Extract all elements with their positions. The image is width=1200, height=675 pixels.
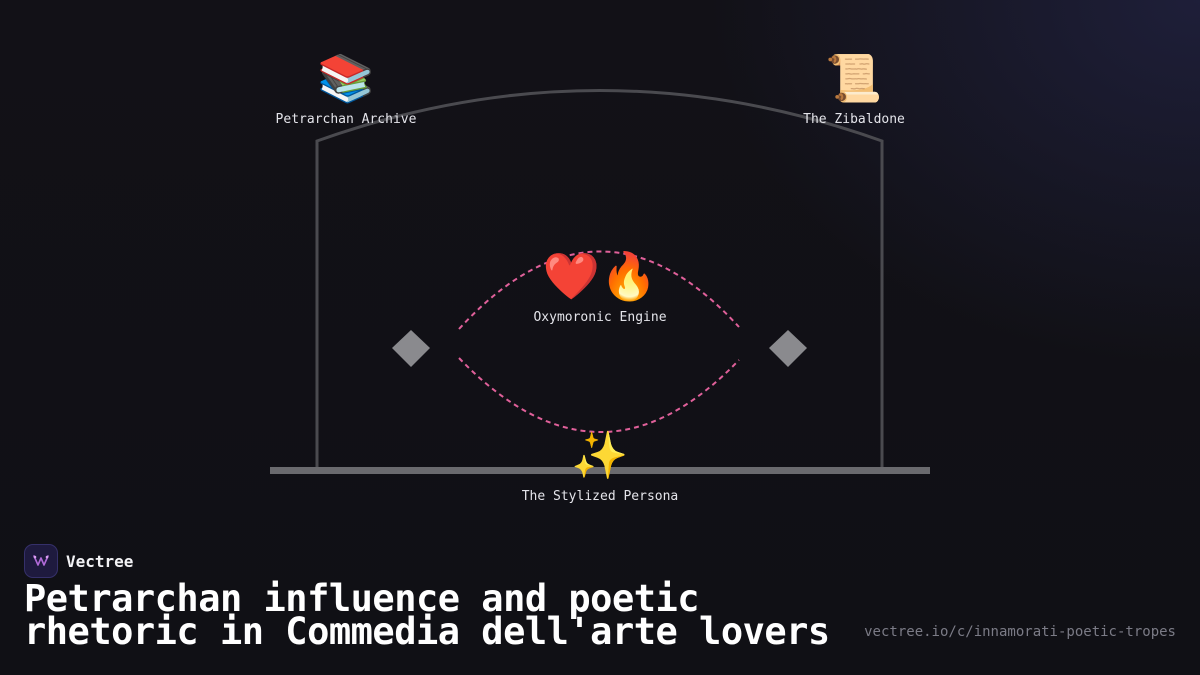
node-label: The Zibaldone [803,112,905,127]
floor-line [270,467,930,474]
vectree-logo-icon [24,544,58,578]
node-label: The Stylized Persona [521,489,679,504]
node-oxymoronic-engine: ❤️🔥 Oxymoronic Engine [533,248,666,325]
source-url: vectree.io/c/innamorati-poetic-tropes [864,624,1176,640]
diamond-marker-left [392,330,430,367]
brand-name: Vectree [66,551,134,571]
arch-frame [315,89,884,470]
node-zibaldone: 📜 The Zibaldone [803,50,905,127]
concept-diagram: 📚 Petrarchan Archive 📜 The Zibaldone ❤️🔥… [270,50,930,504]
node-label: Oxymoronic Engine [533,310,667,325]
diagram-canvas [270,89,930,474]
dashed-connector-upper [458,250,740,330]
node-petrarchan-archive: 📚 Petrarchan Archive [276,50,417,127]
node-label: Petrarchan Archive [275,112,417,127]
page-title: Petrarchan influence and poetic rhetoric… [24,577,830,653]
dashed-connector-lower [458,357,740,433]
sparkles-icon: ✨ [571,428,629,482]
scroll-icon: 📜 [825,51,883,105]
diamond-marker-right [769,330,807,367]
heart-fire-icon: ❤️🔥 [542,249,658,303]
books-icon: 📚 [317,51,375,105]
brand: Vectree [24,544,133,578]
node-stylized-persona: ✨ The Stylized Persona [522,427,679,504]
